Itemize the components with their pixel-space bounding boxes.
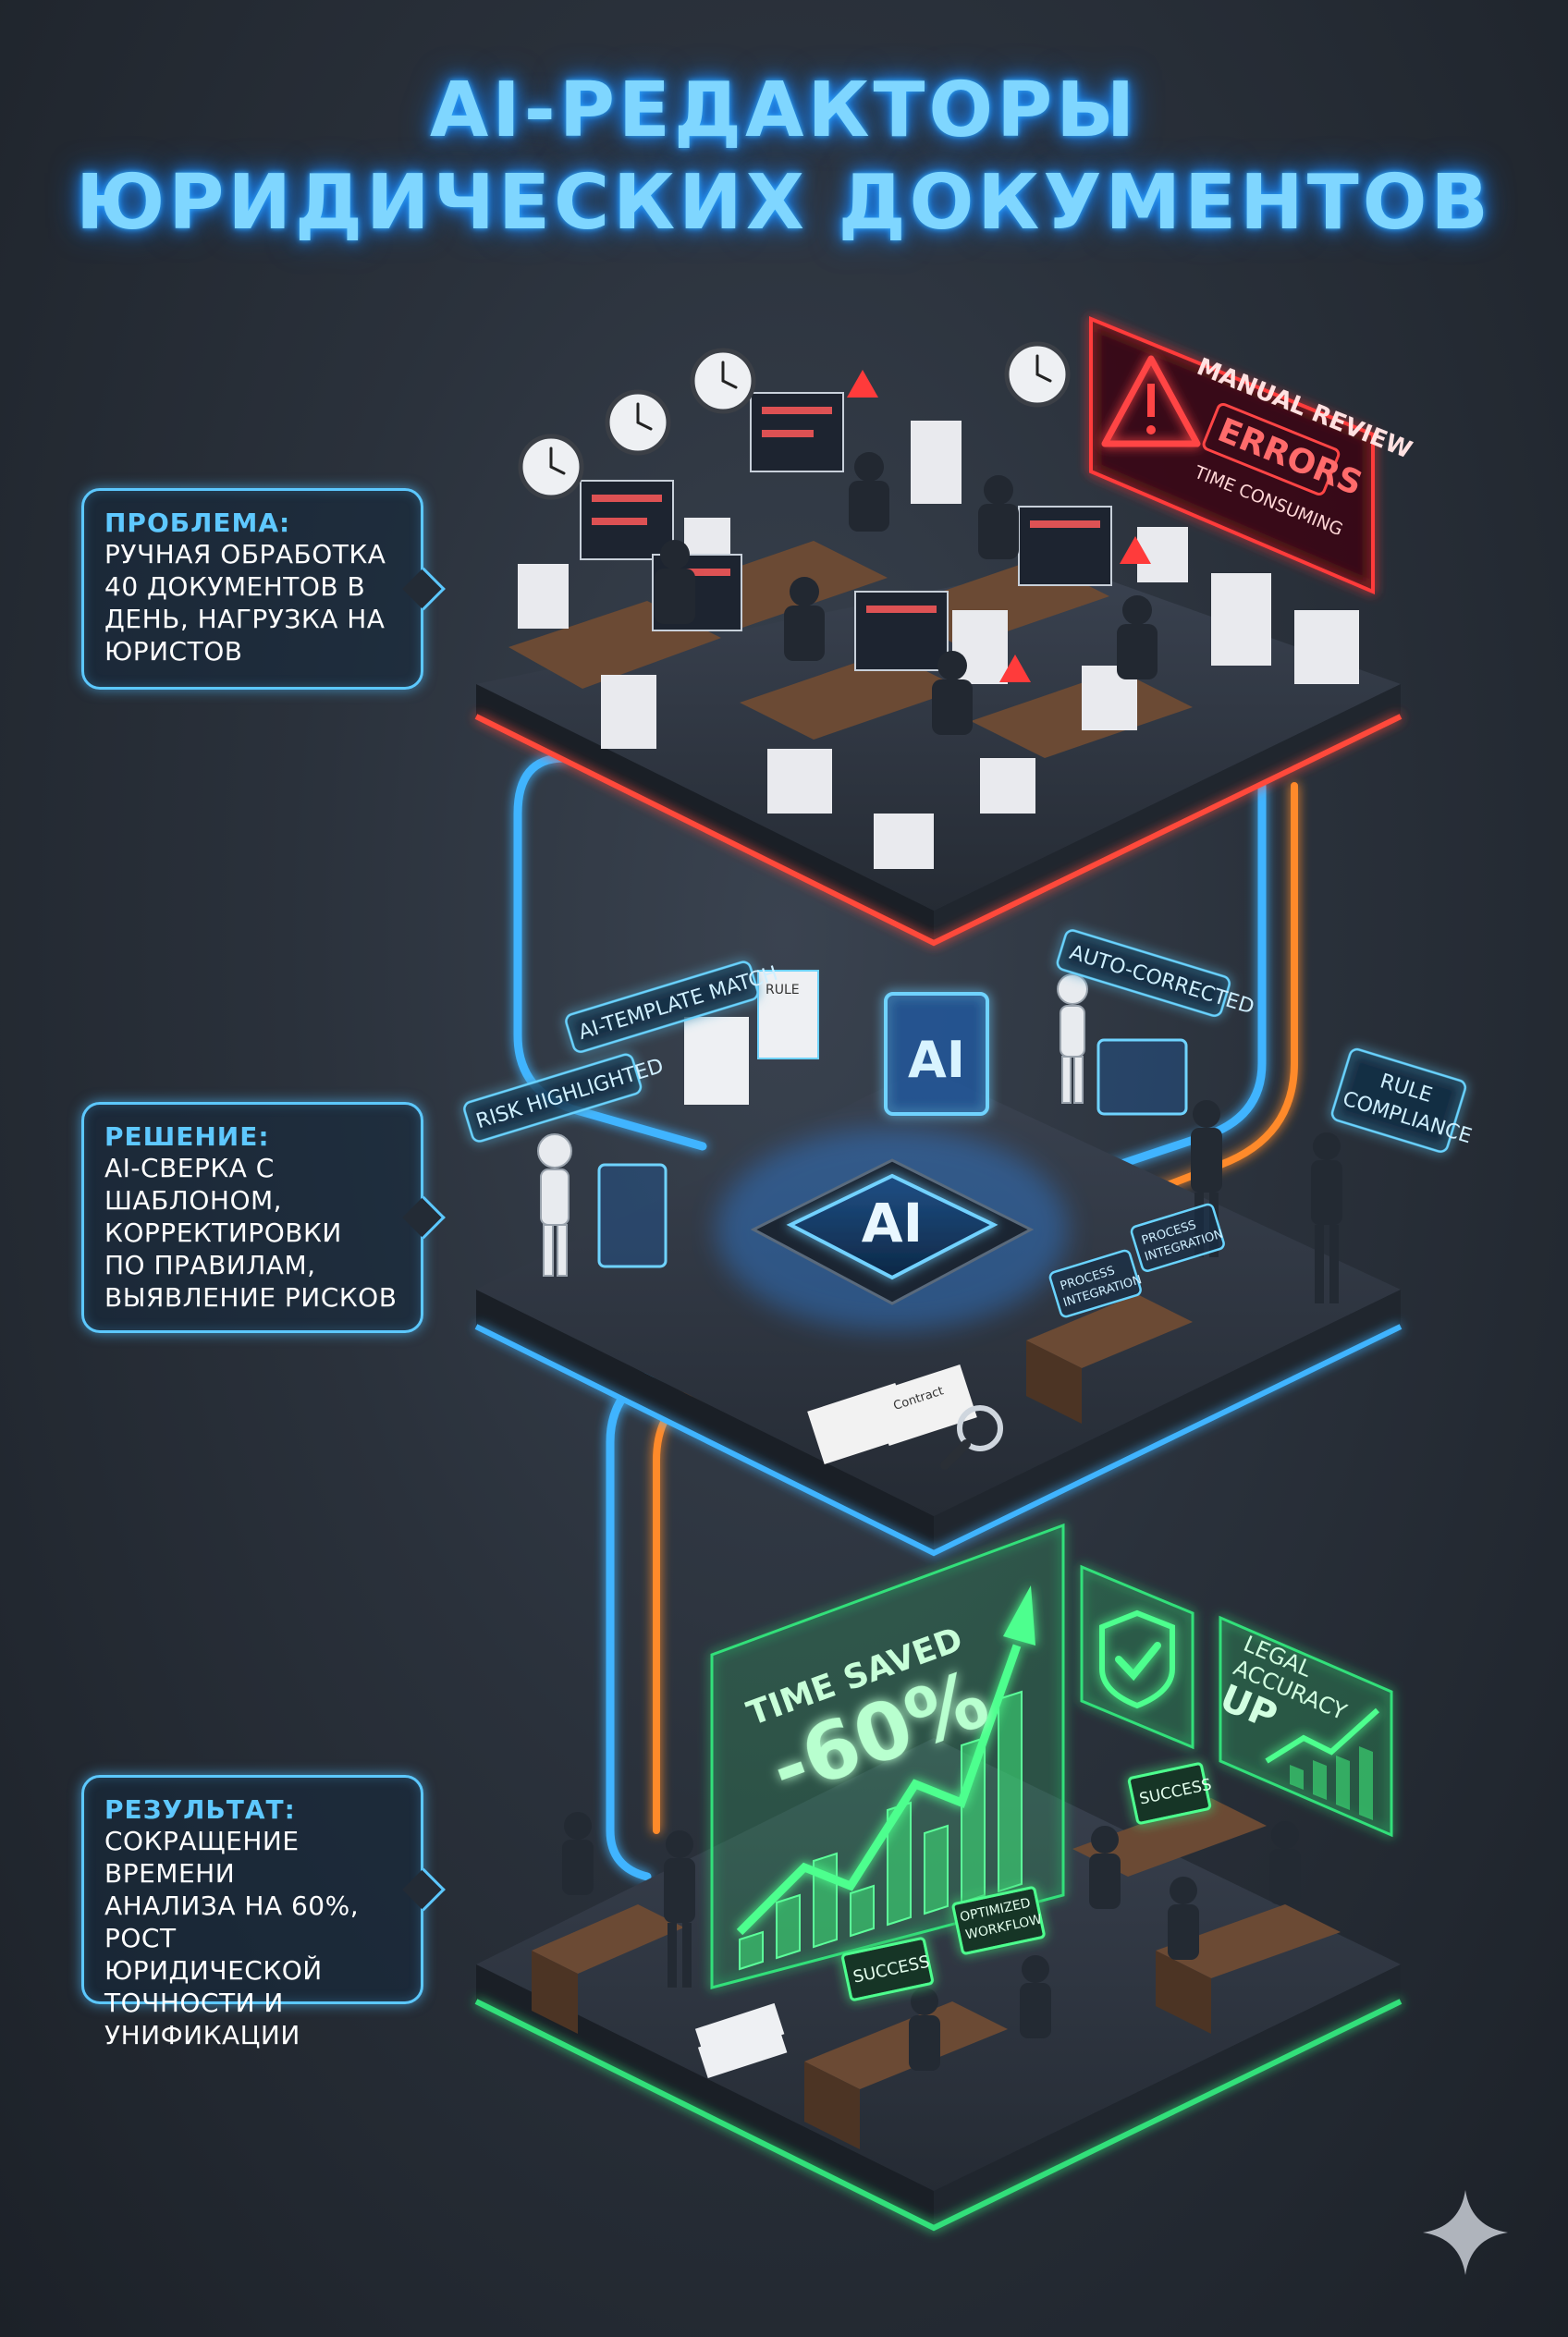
solution-platform: AI AI RULE Contract bbox=[474, 970, 1403, 1557]
callout-solution-line: КОРРЕКТИРОВКИ bbox=[104, 1217, 342, 1248]
magnifier-icon bbox=[940, 1405, 1003, 1470]
warning-triangle-icon bbox=[1101, 355, 1201, 447]
callout-problem-heading: ПРОБЛЕМА: bbox=[104, 508, 291, 538]
title-line-1: AI-РЕДАКТОРЫ bbox=[429, 67, 1139, 154]
tag-process-integration-2: PROCESS INTEGRATION bbox=[1130, 1203, 1225, 1272]
callout-problem-line: 40 ДОКУМЕНТОВ В bbox=[104, 571, 366, 602]
rule-doc-label: RULE bbox=[766, 983, 800, 997]
ai-screen-label: AI bbox=[908, 1031, 965, 1089]
callout-solution-line: ВЫЯВЛЕНИЕ РИСКОВ bbox=[104, 1282, 398, 1313]
callout-solution-line: ПО ПРАВИЛАМ, bbox=[104, 1250, 316, 1280]
callout-solution-line: AI-СВЕРКА С bbox=[104, 1153, 275, 1183]
callout-result: РЕЗУЛЬТАТ: СОКРАЩЕНИЕ ВРЕМЕНИ АНАЛИЗА НА… bbox=[81, 1775, 446, 2050]
warning-triangle-icon bbox=[847, 370, 1151, 682]
sparkle-icon bbox=[1423, 2190, 1508, 2275]
callout-solution: РЕШЕНИЕ: AI-СВЕРКА С ШАБЛОНОМ, КОРРЕКТИР… bbox=[81, 1102, 446, 1333]
callout-result-line: РОСТ ЮРИДИЧЕСКОЙ bbox=[104, 1923, 323, 1986]
callout-problem-line: ЮРИСТОВ bbox=[104, 636, 243, 667]
title-line-2: ЮРИДИЧЕСКИХ ДОКУМЕНТОВ bbox=[76, 159, 1492, 247]
check-shield-icon bbox=[1099, 1609, 1175, 1709]
callout-result-line: АНАЛИЗА НА 60%, bbox=[104, 1890, 360, 1921]
tag-process-integration-1: PROCESS INTEGRATION bbox=[1048, 1249, 1144, 1318]
ai-chip-label: AI bbox=[862, 1192, 923, 1254]
callout-problem-line: РУЧНАЯ ОБРАБОТКА bbox=[104, 539, 386, 569]
manual-review-panel bbox=[1089, 316, 1375, 595]
callout-solution-heading: РЕШЕНИЕ: bbox=[104, 1121, 270, 1152]
callout-problem: ПРОБЛЕМА: РУЧНАЯ ОБРАБОТКА 40 ДОКУМЕНТОВ… bbox=[81, 488, 446, 690]
callout-result-heading: РЕЗУЛЬТАТ: bbox=[104, 1794, 296, 1825]
result-platform bbox=[474, 1523, 1403, 2232]
callout-problem-line: ДЕНЬ, НАГРУЗКА НА bbox=[104, 604, 386, 634]
problem-platform bbox=[474, 392, 1403, 947]
callout-result-line: УНИФИКАЦИИ bbox=[104, 2020, 300, 2050]
tag-rule-compliance: RULE COMPLIANCE bbox=[1330, 1047, 1475, 1153]
callout-result-line: СОКРАЩЕНИЕ ВРЕМЕНИ bbox=[104, 1826, 300, 1889]
callout-result-line: ТОЧНОСТИ И bbox=[104, 1988, 284, 2018]
callout-solution-line: ШАБЛОНОМ, bbox=[104, 1185, 283, 1216]
tag-ai-template-match: AI-TEMPLATE MATCH bbox=[565, 960, 780, 1053]
tag-auto-corrected: AUTO-CORRECTED bbox=[1056, 929, 1256, 1020]
